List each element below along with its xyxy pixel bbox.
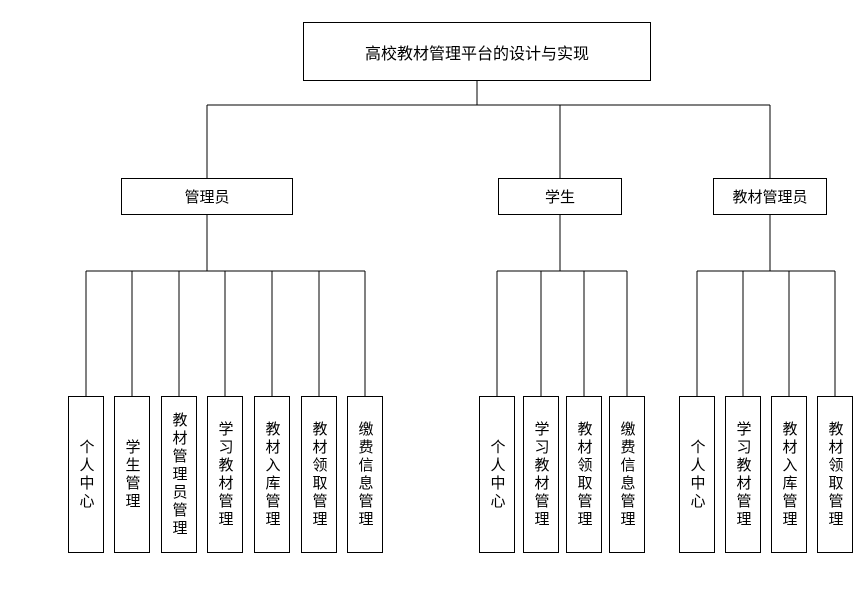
leaf-node: 个人中心 (479, 396, 515, 553)
leaf-node: 缴费信息管理 (609, 396, 645, 553)
role-label: 教材管理员 (732, 188, 808, 206)
leaf-node: 学习教材管理 (523, 396, 559, 553)
leaf-node: 学习教材管理 (725, 396, 761, 553)
role-label: 学生 (544, 188, 575, 206)
leaf-node: 学生管理 (114, 396, 150, 553)
leaf-label: 教材入库管理 (780, 420, 799, 529)
leaf-label: 学习教材管理 (532, 420, 551, 529)
leaf-label: 教材入库管理 (263, 420, 282, 529)
leaf-label: 缴费信息管理 (618, 420, 637, 529)
role-label: 管理员 (184, 188, 230, 206)
leaf-label: 教材领取管理 (310, 420, 329, 529)
role-node-textbook-admin: 教材管理员 (713, 178, 827, 215)
leaf-label: 教材领取管理 (575, 420, 594, 529)
role-node-student: 学生 (498, 178, 622, 215)
leaf-node: 个人中心 (679, 396, 715, 553)
leaf-label: 缴费信息管理 (356, 420, 375, 529)
leaf-label: 教材领取管理 (826, 420, 845, 529)
root-node: 高校教材管理平台的设计与实现 (303, 22, 651, 81)
leaf-node: 教材领取管理 (301, 396, 337, 553)
leaf-label: 个人中心 (77, 438, 96, 511)
leaf-label: 个人中心 (488, 438, 507, 511)
leaf-node: 教材领取管理 (566, 396, 602, 553)
leaf-label: 个人中心 (688, 438, 707, 511)
leaf-node: 教材入库管理 (254, 396, 290, 553)
root-label: 高校教材管理平台的设计与实现 (364, 43, 589, 63)
role-node-admin: 管理员 (121, 178, 293, 215)
leaf-node: 个人中心 (68, 396, 104, 553)
leaf-node: 教材管理员管理 (161, 396, 197, 553)
leaf-node: 缴费信息管理 (347, 396, 383, 553)
leaf-node: 学习教材管理 (207, 396, 243, 553)
leaf-label: 学习教材管理 (734, 420, 753, 529)
leaf-node: 教材入库管理 (771, 396, 807, 553)
leaf-label: 教材管理员管理 (170, 411, 189, 538)
leaf-label: 学习教材管理 (216, 420, 235, 529)
leaf-label: 学生管理 (123, 438, 142, 511)
leaf-node: 教材领取管理 (817, 396, 853, 553)
